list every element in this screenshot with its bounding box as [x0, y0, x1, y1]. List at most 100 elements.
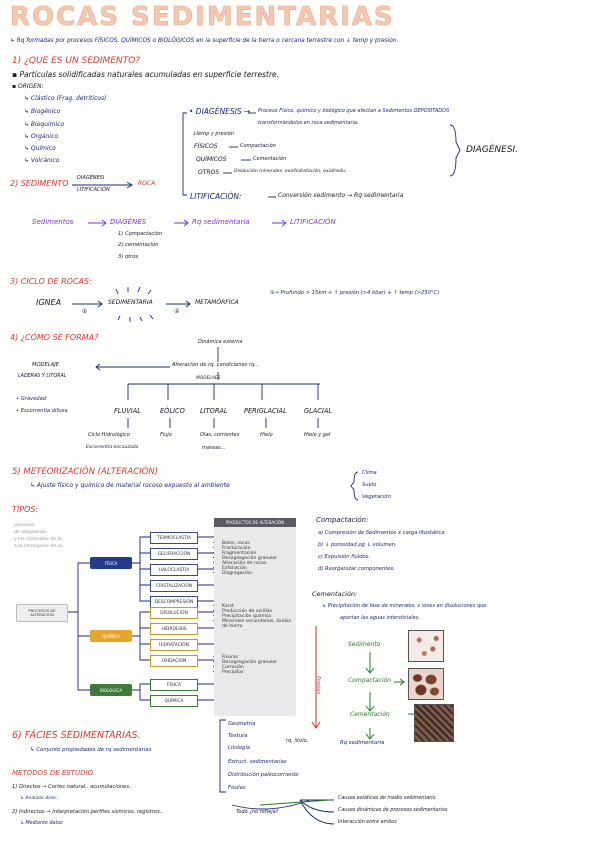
section2-heading: 2) SEDIMENTO — [10, 179, 69, 188]
flow-rq-sedimentaria: Rq sedimentaria — [192, 218, 250, 226]
temp-pressure-note: ↓temp y presión — [192, 131, 234, 137]
metodo-indirecto-note: ↳ Mediante datos — [20, 821, 63, 826]
agent-glacial: GLACIAL — [304, 407, 333, 415]
agent-note: Ciclo Hidrológico — [88, 432, 130, 438]
diagenesis-step: 2) cementación — [118, 242, 159, 248]
panel-list-fisica: Bolos, rocas Fracturación Fragmentación … — [214, 541, 296, 576]
panel-item: Precipitación química — [222, 614, 296, 619]
cycle-mark-2: ② — [174, 308, 180, 315]
factor-item: Vegetación — [362, 494, 391, 500]
faint-note: de adaptación — [14, 530, 47, 535]
agent-eolico: EÓLICO — [160, 407, 185, 415]
quimica-item: DISOLUCIÓN — [150, 607, 198, 619]
compactacion-item: c) Expulsión fluidos. — [318, 554, 371, 560]
cementacion-definition-2: aportan las aguas intersticiales. — [340, 615, 420, 621]
flow-diagenes: DIAGÉNES — [110, 218, 147, 226]
bio-item: QUÍMICA — [150, 695, 198, 707]
metodo-directo: 1) Directos → Cortes natural.. acumulaci… — [12, 784, 133, 790]
arrow-below-label: LITIFICACIÓN — [77, 187, 110, 193]
origin-item: ↳ Clástico (Frag. detríticos) — [24, 95, 107, 102]
panel-item: Karst — [222, 604, 296, 609]
agent-note-2: mareas... — [202, 445, 226, 451]
quimica-item: HIDRÓLISIS — [150, 623, 198, 635]
origin-item: ↳ Orgánico — [24, 133, 59, 140]
mindmap-root: PROCESOS DE ALTERACIÓN — [16, 604, 68, 622]
panel-item: Corrosión — [222, 665, 296, 670]
otros-result: Disolución minerales, oxs/hidratación, o… — [234, 169, 348, 174]
gravedad-label: • Gravedad — [16, 396, 47, 402]
litification-label: LITIFICACIÓN: — [190, 192, 242, 201]
factor-item: Suelo — [362, 482, 377, 488]
cycle-legend: ①→ Profundo > 15km + ↑ presión (>4 kbar)… — [270, 290, 440, 296]
branch-fisica: FÍSICA — [90, 557, 132, 569]
panel-item: Precipitar — [222, 670, 296, 675]
facies-property: Estruct. sedimentarias — [228, 759, 287, 765]
section5-heading: 5) METEORIZACIÓN (ALTERACIÓN) — [12, 467, 159, 477]
facies-outcome: Causas estáticas de medio sedimentario — [338, 796, 436, 801]
branch-quimica: QUÍMICA — [90, 630, 132, 642]
facies-property: Geometría — [228, 721, 256, 727]
page-title: ROCAS SEDIMENTARIAS — [10, 2, 395, 32]
panel-list-bio: Fisuras Desagregación granular Corrosión… — [214, 655, 296, 675]
tipos-heading: TIPOS: — [12, 505, 39, 514]
dinamica-label: Dinámica externa — [198, 339, 243, 345]
facies-property: Textura — [228, 733, 248, 739]
diagenesis-brace-label: DIAGÉNESI. — [466, 145, 519, 155]
sedimentaria-label: SEDIMENTARIA — [108, 299, 153, 306]
faint-note: a la intemperie de su — [14, 544, 63, 549]
facies-property: Litología — [228, 745, 251, 751]
cementacion-heading: Cementación: — [312, 590, 358, 598]
roca-label: ROCA — [138, 180, 156, 187]
section4-heading: 4) ¿CÓMO SE FORMA? — [10, 333, 99, 342]
fisica-item: GELIFRACCIÓN — [150, 548, 198, 560]
arrow-above-label: DIAGÉNESI — [77, 175, 105, 181]
panel-item: Fracturación — [222, 546, 296, 551]
sediment-photo — [408, 630, 444, 662]
metodo-indirecto: 2) Indirectos → Interpretación perfiles … — [12, 809, 164, 815]
factor-item: Clima — [362, 470, 377, 476]
diagenesis-definition-2: transformándolos en roca sedimentaria. — [258, 120, 359, 126]
facies-outcome: Interacción entre ambos — [338, 820, 397, 825]
panel-item: Disgregación — [222, 571, 296, 576]
section1-heading: 1) ¿QUE ES UN SEDIMENTO? — [12, 56, 141, 66]
agent-note: Flujo — [160, 432, 172, 438]
cycle-mark-1: ① — [82, 308, 88, 315]
cementation-photo — [414, 704, 454, 742]
agent-periglacial: PERIGLACIAL — [244, 407, 287, 415]
section3-heading: 3) CICLO DE ROCAS: — [10, 277, 92, 286]
compactacion-heading: Compactación: — [316, 516, 369, 524]
cementacion-definition: ↳ Precipitación de fase de minerales, x … — [322, 603, 487, 609]
compaction-photo — [408, 668, 444, 700]
fisicos-label: FÍSICOS — [194, 143, 218, 150]
compactacion-item: a) Compresión de Sedimentos x carga lito… — [318, 530, 445, 536]
panel-list-quimica: Karst Producción de arcillas Precipitaci… — [214, 604, 296, 629]
agent-note: Hielo — [260, 432, 273, 438]
litification-definition: Conversión sedimento → Rq sedimentaria — [278, 192, 404, 199]
metodos-heading: MÉTODOS DE ESTUDIO. — [12, 769, 96, 777]
sediment-definition: ▪ Partículas solidificadas naturales acu… — [12, 70, 280, 79]
branch-biologica: BIOLÓGICA — [90, 684, 132, 696]
origin-item: ↳ Químico — [24, 145, 56, 152]
quimicos-label: QUÍMICOS — [196, 156, 227, 163]
origin-item: ↳ Bioquímico — [24, 121, 65, 128]
panel-item: Fisuras — [222, 655, 296, 660]
facies-outcome: Causas dinámicas de procesos sedimentari… — [338, 808, 448, 813]
flow-rq-sedimentaria: Rq sedimentaria — [340, 740, 385, 746]
origin-item: ↳ Volcánico — [24, 157, 60, 164]
panel-item: Producción de arcillas — [222, 609, 296, 614]
panel-item: Minerales secundarios, óxidos de hierro — [222, 619, 296, 629]
origin-label: ▪ ORIGEN: — [12, 83, 44, 90]
quimica-item: OXIDACIÓN — [150, 655, 198, 667]
laderas-label: LADERAS Y LITORAL — [18, 374, 67, 379]
fisica-item: HALOCLASTIA — [150, 564, 198, 576]
diagenesis-step: 1) Compactación — [118, 231, 163, 237]
alteracion-label: Alteración de rq, condiciones rq.. — [172, 362, 258, 368]
diagenesis-label: • DIAGÉNESIS → — [189, 107, 251, 116]
fisicos-result: Compactación — [240, 143, 276, 149]
fisica-item: TERMOCLASTIA — [150, 532, 198, 544]
fisica-item: CRISTALIZACIÓN — [150, 580, 198, 592]
modelaes-label: MODELAES — [196, 376, 221, 381]
facies-property: Distribución paleocorriente — [228, 772, 299, 778]
ignea-label: IGNEA — [36, 298, 62, 307]
